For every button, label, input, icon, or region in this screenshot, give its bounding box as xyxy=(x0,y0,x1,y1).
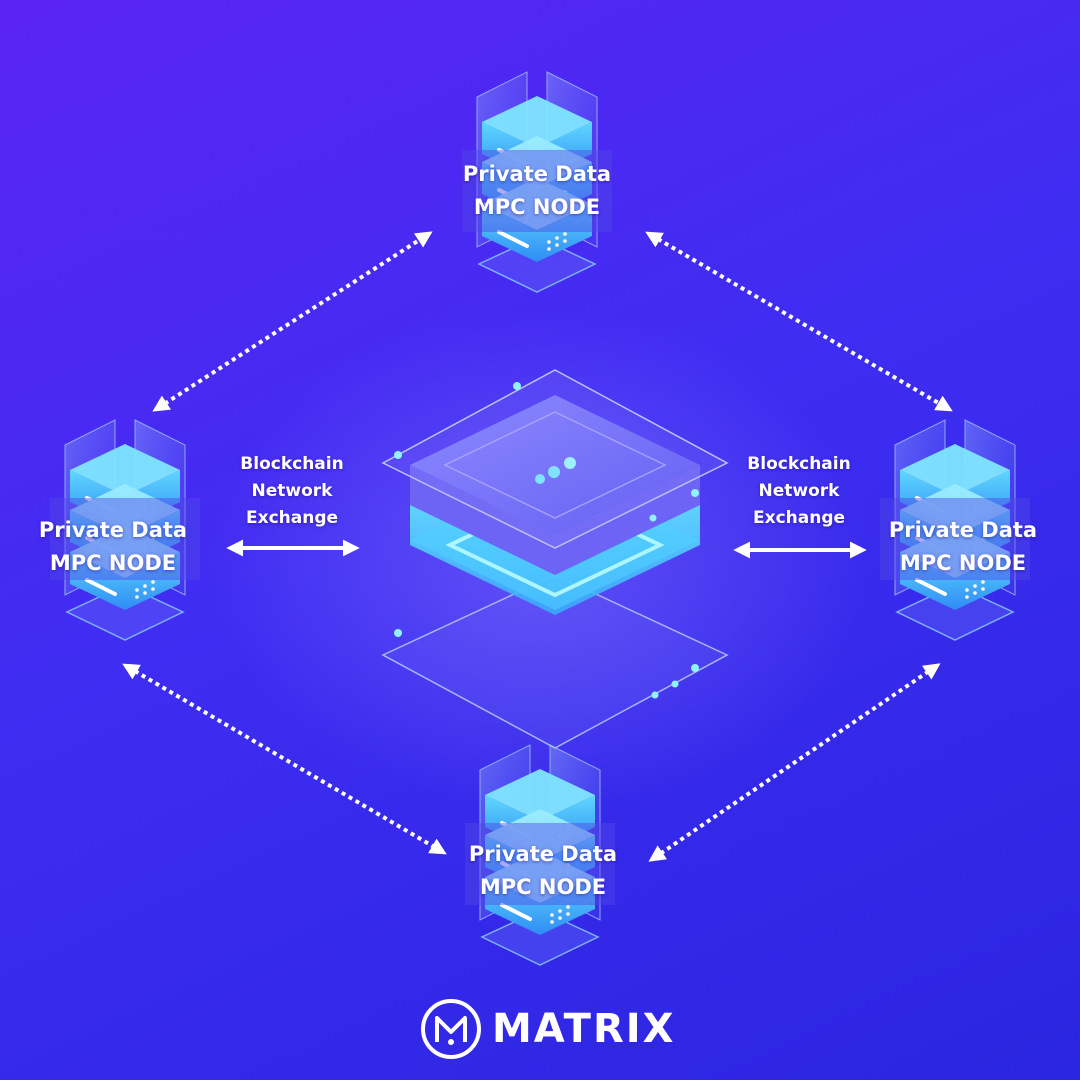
core-top-plate xyxy=(381,369,729,549)
node-bottom-line2: MPC NODE xyxy=(479,875,607,899)
link-top-left xyxy=(152,231,433,412)
server-node-bottom xyxy=(465,744,615,966)
blockchain-core xyxy=(381,369,729,749)
node-label-top: Private Data MPC NODE xyxy=(417,158,657,224)
core-block-inset xyxy=(443,411,667,519)
exchange-right-line2: Network xyxy=(758,481,840,501)
node-label-bottom: Private Data MPC NODE xyxy=(423,838,663,904)
node-bottom-line1: Private Data xyxy=(468,842,618,866)
matrix-logo-icon xyxy=(421,999,481,1059)
node-label-right: Private Data MPC NODE xyxy=(843,514,1080,580)
node-label-left: Private Data MPC NODE xyxy=(0,514,233,580)
exchange-right-line3: Exchange xyxy=(752,508,846,528)
server-node-left xyxy=(50,419,200,641)
link-top-right xyxy=(645,231,953,412)
node-left-line2: MPC NODE xyxy=(49,551,177,575)
p2p-links xyxy=(122,231,953,862)
exchange-label-left: Blockchain Network Exchange xyxy=(202,451,382,532)
brand-name: MATRIX xyxy=(492,1006,676,1052)
node-right-line1: Private Data xyxy=(888,518,1038,542)
exchange-right-line1: Blockchain xyxy=(747,454,851,474)
exchange-left-line2: Network xyxy=(251,481,333,501)
core-block-side xyxy=(410,465,700,575)
node-top-line1: Private Data xyxy=(462,162,612,186)
node-top-line2: MPC NODE xyxy=(473,195,601,219)
exchange-label-right: Blockchain Network Exchange xyxy=(709,451,889,532)
exchange-left-line1: Blockchain xyxy=(240,454,344,474)
brand-logo: MATRIX xyxy=(420,998,675,1060)
core-block-top xyxy=(410,395,700,535)
node-right-line2: MPC NODE xyxy=(899,551,1027,575)
server-node-top xyxy=(462,71,612,293)
node-left-line1: Private Data xyxy=(38,518,188,542)
exchange-left-line3: Exchange xyxy=(245,508,339,528)
exchange-arrows xyxy=(226,539,867,559)
link-bottom-right xyxy=(648,663,941,862)
server-node-right xyxy=(880,419,1030,641)
